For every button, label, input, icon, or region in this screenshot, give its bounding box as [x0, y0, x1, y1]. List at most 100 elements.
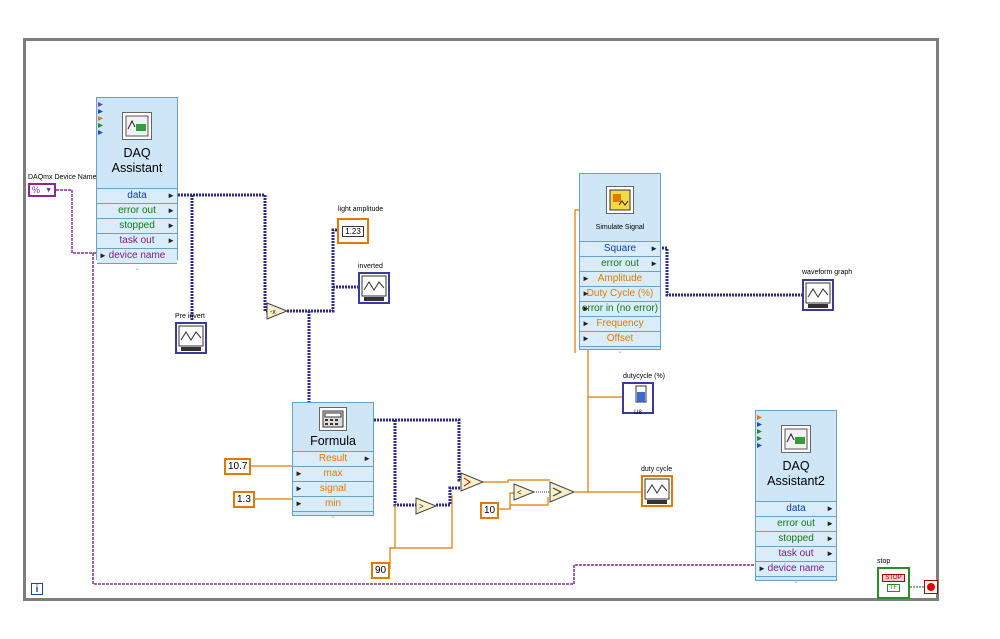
terminal-min[interactable]: ►min [293, 496, 373, 511]
waveform-graph[interactable] [802, 279, 834, 311]
terminal-error-in-label: error in (no error) [581, 303, 659, 314]
simulate-signal-node[interactable]: Simulate Signal Square► error out► ►Ampl… [579, 173, 661, 355]
duty-up-wire [587, 396, 622, 492]
terminal-device-name2-label: device name [767, 563, 825, 574]
progress-bar-icon [635, 385, 647, 403]
max-constant[interactable]: 10.7 [224, 458, 252, 475]
daq-assistant2-node[interactable]: DAQ Assistant2 data► error out► stopped►… [755, 410, 837, 585]
ninety-constant[interactable]: 90 [371, 562, 391, 579]
terminal-duty-cycle-label: Duty Cycle (%) [586, 288, 654, 299]
terminal-offset[interactable]: ►Offset [580, 331, 660, 346]
stop-button[interactable]: STOP TF [877, 567, 910, 599]
max-min-function[interactable] [549, 481, 575, 503]
iteration-terminal-icon[interactable]: i [31, 583, 43, 595]
device-name-value: % [32, 185, 41, 195]
terminal-amplitude[interactable]: ►Amplitude [580, 271, 660, 286]
terminal-error-out-label: error out [118, 205, 156, 216]
device-name-control[interactable]: % ▼ [28, 183, 56, 197]
formula-title: Formula [310, 434, 356, 448]
inverted-graph[interactable] [358, 272, 390, 304]
dutycycle-pct-label: dutycycle (%) [623, 373, 666, 380]
expand-handle[interactable]: ⌄ [293, 511, 373, 521]
terminal-max-label: max [323, 468, 343, 479]
daq-assistant-node[interactable]: DAQ Assistant data► error out► stopped► … [96, 97, 178, 272]
terminal-stopped[interactable]: stopped► [756, 531, 836, 546]
terminal-task-out-label: task out [119, 235, 155, 246]
less-than-function[interactable]: < [513, 483, 535, 501]
terminal-square[interactable]: Square► [580, 241, 660, 256]
daq-assistant2-title-1: DAQ [782, 459, 810, 473]
terminal-data2-label: data [786, 503, 806, 514]
terminal-device-name[interactable]: ►device name [756, 561, 836, 576]
expand-handle[interactable]: ⌄ [756, 576, 836, 586]
daqmx-device-name-label: DAQmx Device Name [28, 174, 97, 181]
terminal-stopped2-label: stopped [778, 533, 814, 544]
inverted-label: inverted [358, 263, 383, 270]
terminal-error-out[interactable]: error out► [580, 256, 660, 271]
simulate-signal-title: Simulate Signal [595, 224, 645, 231]
terminal-error-out[interactable]: error out► [756, 516, 836, 531]
daq-assistant-title-2: Assistant [111, 161, 163, 175]
terminal-error-in[interactable]: ►error in (no error) [580, 301, 660, 316]
terminal-error-out[interactable]: error out► [97, 203, 177, 218]
select-function[interactable] [460, 472, 484, 492]
ninety-wire-2 [390, 505, 396, 549]
terminal-task-out[interactable]: task out► [97, 233, 177, 248]
terminal-stopped[interactable]: stopped► [97, 218, 177, 233]
stop-label: stop [877, 558, 891, 565]
light-amplitude-value: 1.23 [342, 225, 364, 237]
waveform-graph-icon [805, 282, 831, 308]
greater-than-function[interactable]: > [415, 497, 437, 515]
formula-node[interactable]: Formula Result► ►max ►signal ►min ⌄ [292, 402, 374, 520]
terminal-signal-label: signal [319, 483, 347, 494]
simulate-signal-icon [606, 186, 634, 214]
input-terminal-arrows [98, 102, 103, 135]
ten-constant[interactable]: 10 [480, 502, 500, 519]
ninety-wire [389, 495, 453, 569]
device-name-wire [56, 189, 96, 254]
terminal-result[interactable]: Result► [293, 451, 373, 466]
daq-assistant-title-1: DAQ [123, 146, 151, 160]
daq-assistant2-icon [781, 425, 811, 453]
pre-invert-label: Pre invert [175, 313, 205, 320]
waveform-graph-icon [178, 325, 204, 351]
terminal-stopped-label: stopped [119, 220, 155, 231]
light-amplitude-indicator[interactable]: 1.23 [337, 218, 369, 244]
invert-function[interactable]: -x [266, 302, 288, 320]
terminal-frequency[interactable]: ►Frequency [580, 316, 660, 331]
terminal-result-label: Result [318, 453, 348, 464]
light-amplitude-label: light amplitude [338, 206, 384, 213]
ten-wire-2 [509, 497, 549, 509]
waveform-graph-icon [644, 478, 670, 504]
terminal-signal[interactable]: ►signal [293, 481, 373, 496]
expand-handle[interactable]: ⌄ [97, 263, 177, 273]
terminal-min-label: min [324, 498, 342, 509]
dutycycle-pct-indicator[interactable]: U8 [622, 382, 654, 416]
terminal-error-out2-label: error out [777, 518, 815, 529]
square-wire [659, 246, 806, 297]
result-wire-2 [395, 418, 463, 482]
pre-invert-graph[interactable] [175, 322, 207, 354]
calculator-icon [319, 407, 347, 431]
waveform-graph-icon [361, 275, 387, 301]
terminal-task-out[interactable]: task out► [756, 546, 836, 561]
chevron-down-icon[interactable]: ▼ [45, 186, 52, 194]
compare-wire [436, 486, 462, 507]
stop-button-text: STOP [882, 574, 905, 582]
loop-condition-terminal[interactable] [924, 580, 938, 594]
svg-text:<: < [517, 488, 522, 497]
terminal-data[interactable]: data► [97, 188, 177, 203]
terminal-device-name[interactable]: ►device name [97, 248, 177, 263]
min-constant[interactable]: 1.3 [233, 491, 255, 508]
expand-handle[interactable]: ⌄ [580, 346, 660, 356]
terminal-duty-cycle[interactable]: ►Duty Cycle (%) [580, 286, 660, 301]
duty-cycle-graph[interactable] [641, 475, 673, 507]
terminal-data[interactable]: data► [756, 501, 836, 516]
inverted-wire-1 [287, 228, 338, 313]
terminal-max[interactable]: ►max [293, 466, 373, 481]
select-wire [481, 479, 550, 483]
result-wire [374, 418, 416, 507]
terminal-offset-label: Offset [606, 333, 634, 344]
terminal-device-name-label: device name [108, 250, 166, 261]
